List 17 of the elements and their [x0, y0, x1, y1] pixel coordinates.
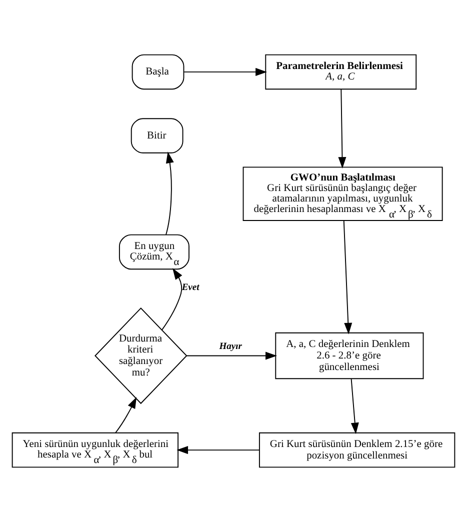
arrow: [184, 67, 267, 76]
arrow: [162, 268, 182, 330]
node-diamond: Durdurma kriteri sağlanıyor mu?: [94, 306, 188, 404]
arrow: [338, 88, 346, 168]
arrow: [186, 351, 277, 360]
edge-label: Hayır: [219, 342, 242, 352]
edge-label: Evet: [182, 282, 200, 293]
arrow: [343, 220, 352, 334]
node-box: Bitir: [130, 118, 184, 153]
node-box: Gri Kurt sürüsünün Denklem 2.15’e göre pozisyon güncellenmesi: [258, 432, 456, 468]
arrow: [176, 446, 260, 454]
arrow: [350, 378, 359, 434]
node-box: A, a, C değerlerinin Denklem 2.6 - 2.8’e göre güncellenmesi: [275, 332, 424, 379]
arrow: [115, 396, 137, 433]
node-box: Parametrelerin Belirlenmesi A, a, C: [265, 54, 417, 90]
node-box: Başla: [132, 54, 184, 90]
arrow: [166, 151, 174, 235]
